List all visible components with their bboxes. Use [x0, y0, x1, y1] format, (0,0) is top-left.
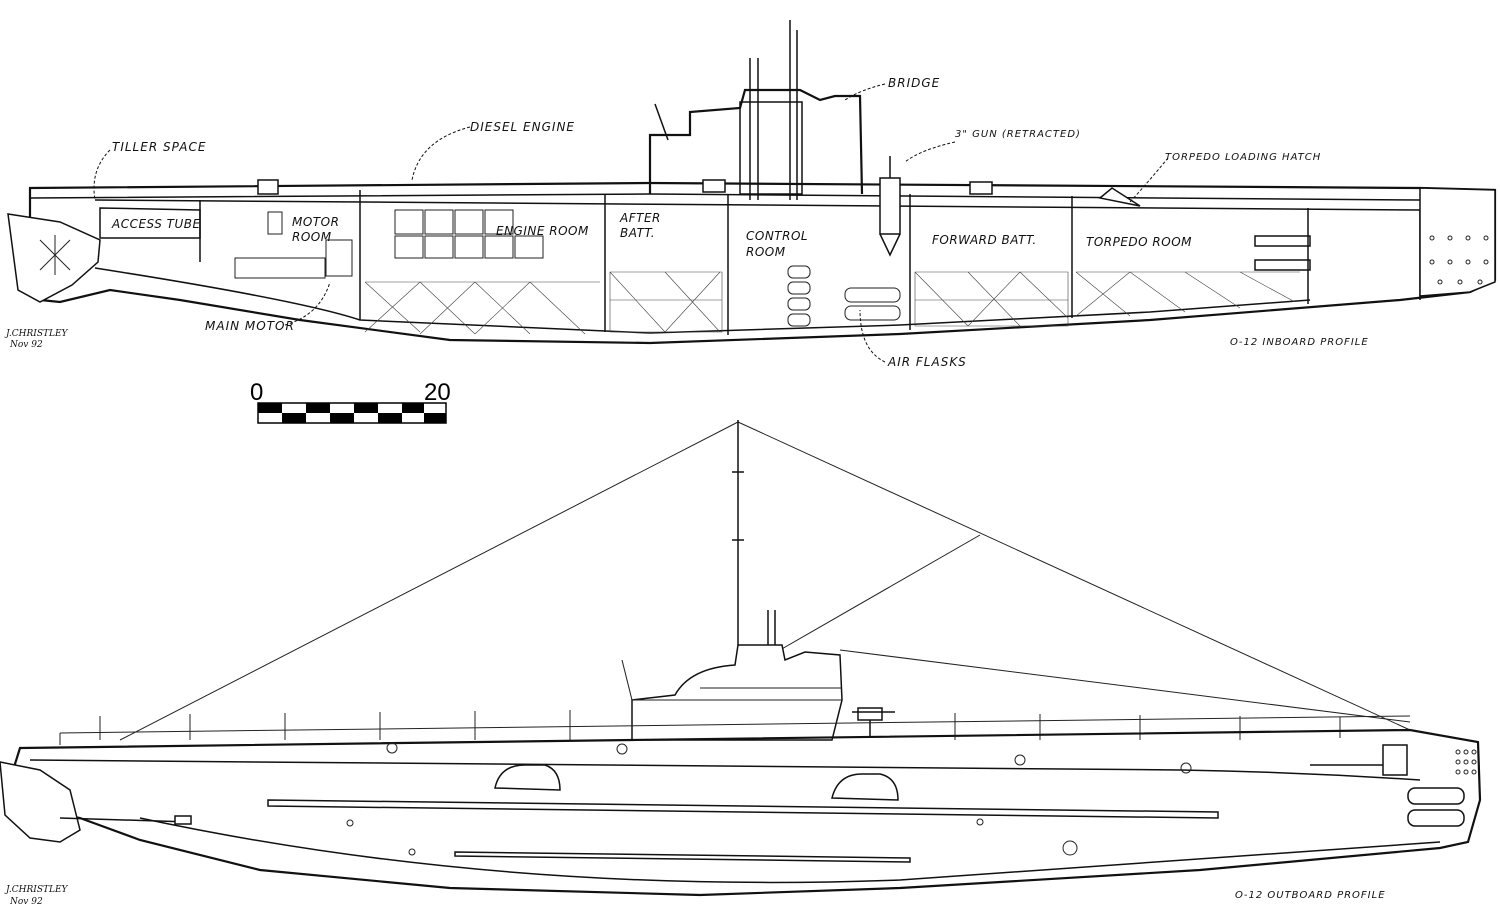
propeller: [39, 235, 71, 275]
periscope-housing: [739, 101, 803, 195]
label-leaders: [93, 83, 1169, 363]
scale-min-label: 0: [250, 379, 263, 406]
outboard-lower-hull-line: [139, 817, 1441, 884]
label-after-batt-2: BATT.: [620, 226, 655, 240]
antenna-wires: [119, 421, 1411, 741]
label-air-flasks: AIR FLASKS: [887, 355, 967, 369]
outboard-signature-2: Nov 92: [9, 897, 43, 907]
battery-hatching: [364, 271, 1300, 335]
air-flasks: [787, 265, 901, 327]
label-gun: 3" GUN (RETRACTED): [955, 129, 1081, 140]
outboard-lower-strake: [454, 851, 911, 863]
hull-fittings: [346, 742, 1192, 856]
scale-max-label: 20: [424, 379, 451, 406]
label-torpedo-hatch: TORPEDO LOADING HATCH: [1165, 152, 1321, 163]
scale-bar: 0 20: [250, 379, 451, 424]
deck-gun-retracted: [879, 156, 901, 257]
label-torpedo-room: TORPEDO ROOM: [1086, 235, 1192, 249]
outboard-profile: O-12 OUTBOARD PROFILE J.CHRISTLEY Nov 92: [0, 420, 1482, 907]
label-access-tube: ACCESS TUBE: [111, 217, 201, 231]
bulkheads: [199, 190, 1309, 335]
label-engine-room: ENGINE ROOM: [496, 224, 589, 238]
inboard-signature-2: Nov 92: [9, 340, 43, 350]
label-control-room-1: CONTROL: [746, 229, 808, 243]
label-after-batt-1: AFTER: [619, 211, 661, 225]
inboard-caption: O-12 INBOARD PROFILE: [1230, 337, 1369, 348]
outboard-waterline: [29, 759, 1421, 781]
bow-rivets: [1429, 235, 1489, 285]
label-motor-room-2: ROOM: [292, 230, 332, 244]
periscopes: [654, 20, 798, 200]
inboard-profile: TILLER SPACE DIESEL ENGINE BRIDGE 3" GUN…: [4, 20, 1497, 369]
stern-rudder: [7, 213, 101, 303]
label-main-motor: MAIN MOTOR: [205, 319, 295, 333]
outboard-conning-tower: [631, 644, 843, 741]
label-control-room-2: ROOM: [746, 245, 786, 259]
outboard-stern: [0, 761, 81, 843]
bow-section: [1419, 187, 1496, 297]
stern-plane-tip: [174, 815, 192, 825]
stern-plane: [59, 817, 191, 823]
outboard-strake: [267, 799, 1219, 819]
label-forward-batt: FORWARD BATT.: [932, 233, 1037, 247]
inboard-deck-line: [29, 193, 1421, 201]
label-bridge: BRIDGE: [888, 76, 940, 90]
torpedo-tubes: [1254, 235, 1311, 271]
diesel-engine-blocks: [394, 209, 544, 259]
conning-tower-detail: [632, 687, 842, 701]
limber-hole-panels: [494, 764, 899, 801]
label-motor-room-1: MOTOR: [292, 215, 339, 229]
bow-fittings: [1310, 744, 1477, 827]
inboard-signature-1: J.CHRISTLEY: [4, 329, 69, 339]
conning-tower: [648, 88, 864, 195]
outboard-caption: O-12 OUTBOARD PROFILE: [1235, 890, 1386, 901]
label-diesel-engine: DIESEL ENGINE: [470, 120, 575, 134]
motor-room-machinery: [234, 211, 353, 279]
access-tube: [99, 207, 201, 239]
outboard-signature-1: J.CHRISTLEY: [4, 885, 69, 895]
label-tiller-space: TILLER SPACE: [112, 140, 206, 154]
radio-mast: [732, 420, 776, 645]
